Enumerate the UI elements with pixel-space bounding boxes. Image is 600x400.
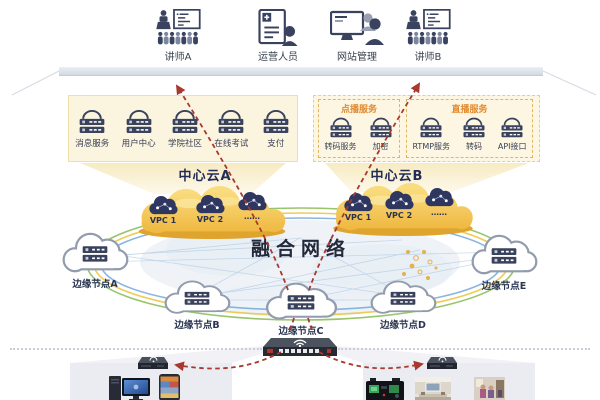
service-item: 用户中心 — [122, 109, 156, 149]
edge-node-d: 边缘节点D — [366, 279, 440, 331]
user-lecturer-b: 讲师B — [392, 9, 464, 63]
vod-service-group: 点播服务 转码服务 加密 — [318, 99, 400, 158]
server-icon — [499, 117, 525, 138]
edge-cloud-icon — [261, 281, 341, 322]
website-admin-icon — [330, 10, 384, 45]
boundary-dotted-line — [338, 348, 590, 350]
converged-network-label: 融合网络 — [250, 238, 351, 260]
edge-node-c: 边缘节点C — [261, 281, 341, 337]
people-photo — [474, 377, 505, 400]
group-title: 点播服务 — [340, 105, 377, 115]
service-label: 在线考试 — [214, 139, 249, 149]
classroom-photo — [415, 377, 451, 400]
server-icon — [368, 117, 394, 138]
service-label: 学院社区 — [167, 139, 202, 149]
server-icon — [418, 117, 444, 138]
service-label: 用户中心 — [121, 139, 156, 149]
set-top-box-icon — [427, 356, 457, 370]
vpc-label: VPC 1 — [149, 216, 177, 225]
server-icon — [261, 109, 291, 134]
lecturer-icon — [149, 9, 207, 46]
smartphone-icon — [159, 374, 180, 400]
service-label: 转码 — [465, 142, 482, 151]
central-cloud-b-title: 中心云B — [370, 169, 424, 184]
boundary-dotted-line — [10, 348, 262, 350]
service-item: 转码服务 — [325, 117, 357, 152]
vpc-cloud-icon — [235, 192, 269, 212]
service-item: 加密 — [368, 117, 394, 152]
user-operations: 运营人员 — [242, 9, 314, 63]
edge-cloud-icon — [58, 231, 132, 275]
vpc-item: VPC 2 — [188, 195, 232, 224]
vpc-label: VPC 1 — [344, 213, 372, 222]
service-box-a: 消息服务 用户中心 学院社区 在线考试 支付 — [68, 95, 298, 162]
edge-node-label: 边缘节点C — [278, 326, 324, 337]
edge-node-e: 边缘节点E — [467, 233, 541, 292]
video-encoder-icon — [366, 378, 404, 400]
service-box-b: 点播服务 转码服务 加密 直播服务 RTMP服务 — [313, 95, 540, 162]
vpc-item: …… — [417, 188, 461, 217]
server-icon — [77, 109, 107, 134]
edge-node-label: 边缘节点B — [174, 320, 220, 331]
edge-node-label: 边缘节点D — [380, 320, 426, 331]
service-item: 学院社区 — [168, 109, 202, 149]
user-label: 讲师B — [414, 52, 442, 63]
service-label: 支付 — [267, 139, 285, 149]
server-icon — [328, 117, 354, 138]
service-label: API接口 — [497, 142, 527, 151]
vpc-label: VPC 2 — [196, 215, 224, 224]
user-website-admin: 网站管理 — [321, 9, 393, 63]
vpc-cloud-icon — [422, 188, 456, 208]
service-item: 转码 — [461, 117, 487, 152]
edge-node-label: 边缘节点A — [72, 279, 118, 290]
service-item: RTMP服务 — [412, 117, 450, 152]
access-platform-bar — [59, 67, 543, 76]
vpc-item: VPC 1 — [141, 196, 185, 225]
service-label: 消息服务 — [75, 139, 110, 149]
service-item: 消息服务 — [75, 109, 109, 149]
vpc-cloud-icon — [193, 195, 227, 215]
user-label: 网站管理 — [337, 52, 377, 63]
vpc-cloud-icon — [341, 193, 375, 213]
vpc-item: VPC 1 — [336, 193, 380, 222]
vpc-item: …… — [230, 192, 274, 221]
group-title: 直播服务 — [451, 105, 488, 115]
desktop-pc-icon — [109, 376, 150, 400]
vpc-label: …… — [244, 212, 260, 221]
service-item: API接口 — [498, 117, 527, 152]
server-icon — [170, 109, 200, 134]
edge-node-b: 边缘节点B — [160, 279, 234, 331]
edge-node-label: 边缘节点E — [481, 281, 527, 292]
edge-cloud-icon — [160, 279, 234, 316]
vpc-label: …… — [431, 208, 447, 217]
service-item: 在线考试 — [214, 109, 248, 149]
edge-node-a: 边缘节点A — [58, 231, 132, 290]
wifi-router-icon — [263, 338, 337, 356]
server-icon — [461, 117, 487, 138]
user-label: 运营人员 — [258, 52, 298, 63]
service-label: RTMP服务 — [412, 142, 451, 151]
operations-staff-icon — [258, 9, 298, 46]
map-markers — [402, 250, 438, 280]
live-service-group: 直播服务 RTMP服务 转码 API接口 — [406, 99, 533, 158]
vpc-label: VPC 2 — [385, 211, 413, 220]
server-icon — [124, 109, 154, 134]
server-icon — [216, 109, 246, 134]
service-label: 加密 — [372, 142, 389, 151]
service-label: 转码服务 — [324, 142, 357, 151]
set-top-box-icon — [138, 356, 168, 370]
edge-cloud-icon — [366, 279, 440, 316]
central-cloud-a-title: 中心云A — [178, 169, 232, 184]
lecturer-icon — [399, 9, 457, 46]
vpc-cloud-icon — [382, 191, 416, 211]
user-lecturer-a: 讲师A — [142, 9, 214, 63]
vpc-cloud-icon — [146, 196, 180, 216]
vpc-item: VPC 2 — [377, 191, 421, 220]
user-label: 讲师A — [164, 52, 192, 63]
service-item: 支付 — [261, 109, 291, 149]
edge-cloud-icon — [467, 233, 541, 277]
